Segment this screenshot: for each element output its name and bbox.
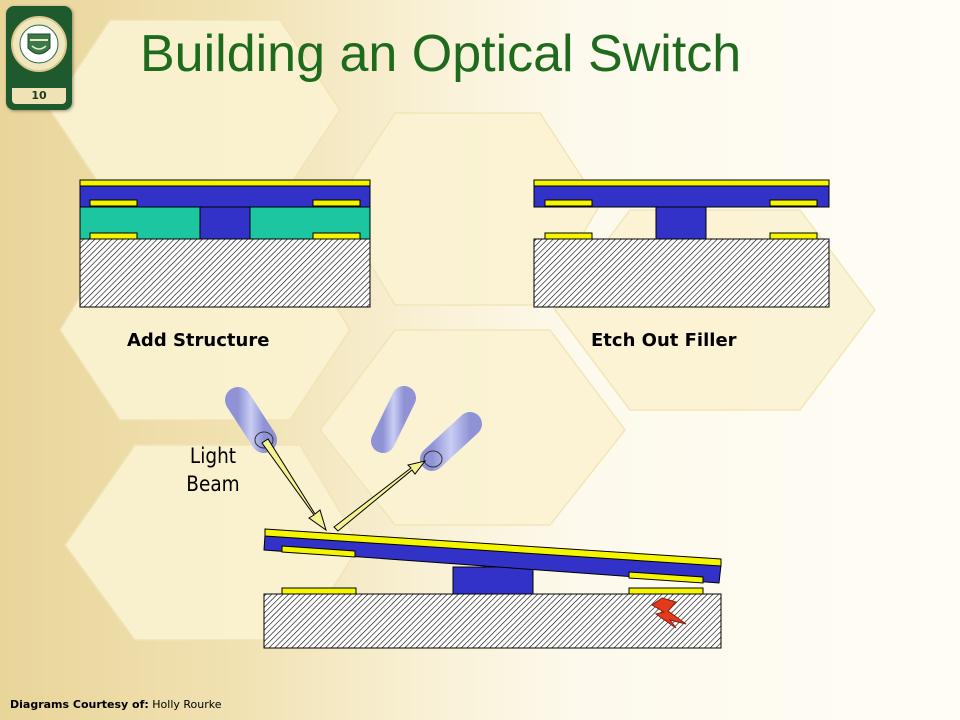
output-fiber	[420, 412, 482, 471]
add-structure-label: Add Structure	[127, 330, 270, 351]
bottom-electrode-left	[89, 232, 138, 240]
mirror-coating	[533, 179, 830, 187]
top-electrode-right	[769, 199, 818, 207]
diagram-credit: Diagrams Courtesy of: Holly Rourke	[10, 698, 222, 711]
top-electrode-left	[89, 199, 138, 207]
mirror-coating	[79, 179, 371, 187]
bottom-electrode-left	[544, 232, 593, 240]
light-beam-label: Light Beam	[175, 442, 251, 498]
light-beam-arrows	[261, 438, 427, 532]
etch-out-filler-diagram	[533, 179, 830, 308]
incident-beam-arrow	[261, 438, 327, 532]
etch-out-filler-label: Etch Out Filler	[591, 330, 737, 351]
credit-lead: Diagrams Courtesy of:	[10, 698, 149, 711]
support-post	[199, 206, 251, 240]
light-beam-line2: Beam	[186, 472, 240, 496]
support-post	[655, 206, 707, 240]
top-electrode-left	[544, 199, 593, 207]
reflected-beam-arrow	[333, 460, 427, 532]
university-badge: 10	[6, 6, 72, 110]
bottom-electrode-right	[769, 232, 818, 240]
fiber-outlines	[254, 431, 443, 468]
bottom-electrode-right	[312, 232, 361, 240]
support-post	[452, 566, 534, 595]
bottom-electrode-right	[628, 587, 704, 595]
substrate	[263, 593, 722, 649]
tilted-mirror-diagram	[263, 528, 722, 649]
university-crest-icon	[11, 16, 67, 72]
mirror-coating	[264, 528, 722, 567]
top-electrode-right	[312, 199, 361, 207]
light-beam-line1: Light	[189, 444, 237, 468]
credit-name: Holly Rourke	[152, 698, 222, 711]
page-title: Building an Optical Switch	[140, 25, 742, 83]
bottom-electrode-left	[281, 587, 357, 595]
spark-icon	[651, 597, 687, 629]
substrate	[533, 238, 830, 308]
slide-number: 10	[12, 88, 66, 104]
top-electrode-left	[281, 545, 356, 558]
substrate	[79, 238, 371, 308]
add-structure-diagram	[79, 179, 371, 308]
idle-fiber	[371, 386, 416, 453]
top-electrode-right	[628, 571, 704, 584]
